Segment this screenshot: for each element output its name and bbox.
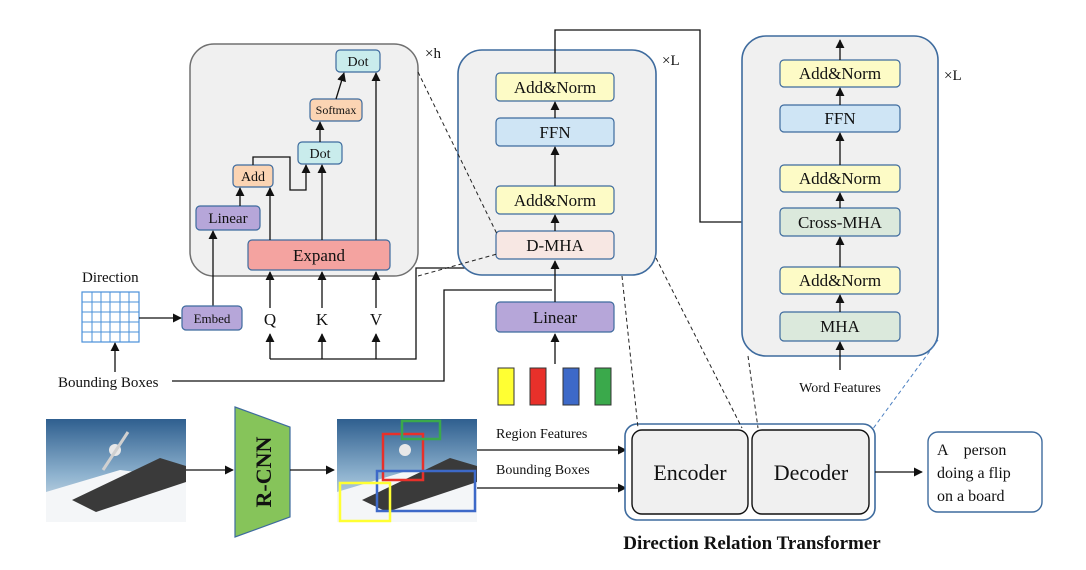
- expand-box: [247, 239, 391, 271]
- region-feature-bar-yellow: [497, 367, 515, 406]
- decoder-repeat-label: ×L: [944, 68, 962, 84]
- blue-dashed-connectors: [871, 339, 939, 431]
- dot-mid-label: Dot: [310, 147, 331, 162]
- region-feature-bar-green: [594, 367, 612, 406]
- region-features-label: Region Features: [496, 427, 587, 442]
- caption-box: [927, 431, 1043, 513]
- mha-label: MHA: [820, 317, 860, 336]
- decoder-box: [751, 429, 870, 515]
- caption-line-1: A person: [937, 442, 1006, 459]
- expand-label: Expand: [293, 246, 345, 265]
- encoder-repeat-label: ×L: [662, 53, 680, 69]
- region-feature-bar-blue: [562, 367, 580, 406]
- attention-repeat-label: ×h: [425, 46, 441, 62]
- input-image: [46, 419, 186, 522]
- enc-add-norm-bottom-label: Add&Norm: [514, 191, 596, 210]
- dec-ffn-label: FFN: [824, 109, 855, 128]
- encoder-label: Encoder: [653, 460, 727, 485]
- dot-top-label: Dot: [348, 55, 369, 70]
- dec-add-norm-top-label: Add&Norm: [799, 64, 881, 83]
- q-label: Q: [264, 310, 276, 329]
- embed-box: [181, 305, 243, 331]
- pipeline-bounding-boxes-label: Bounding Boxes: [496, 463, 590, 478]
- embed-label: Embed: [194, 311, 231, 326]
- caption-line-3: on a board: [937, 488, 1005, 505]
- decoder-label: Decoder: [774, 460, 849, 485]
- decoder-block-panel: ×L Add&Norm FFN Add&Norm Cross-MHA Add&N…: [741, 35, 962, 396]
- input-section: Direction Embed Q K V Bounding Boxes: [58, 263, 552, 391]
- k-label: K: [316, 310, 329, 329]
- encoder-input-section: Linear: [495, 260, 615, 406]
- dashed-connectors: [417, 71, 759, 429]
- add-label: Add: [241, 170, 265, 185]
- softmax-label: Softmax: [316, 103, 357, 117]
- region-feature-bar-red: [529, 367, 547, 406]
- attention-linear-label: Linear: [208, 211, 247, 227]
- enc-linear-label: Linear: [533, 308, 578, 327]
- direction-label: Direction: [82, 270, 139, 286]
- rcnn-block: [234, 406, 291, 538]
- rcnn-label: R-CNN: [251, 436, 276, 507]
- dot-top-box: [335, 49, 381, 73]
- word-features-label: Word Features: [799, 381, 881, 396]
- caption-line-2: doing a flip: [937, 465, 1011, 482]
- v-label: V: [370, 310, 383, 329]
- enc-add-norm-top-label: Add&Norm: [514, 78, 596, 97]
- bounding-boxes-label: Bounding Boxes: [58, 375, 159, 391]
- dec-add-norm-mid-label: Add&Norm: [799, 169, 881, 188]
- pipeline-section: R-CNN Region Features Bounding Boxes Enc…: [46, 406, 1043, 554]
- detected-image: [337, 419, 477, 523]
- cross-mha-label: Cross-MHA: [798, 213, 883, 232]
- attention-head-panel: ×h Dot Softmax Dot Add Linear Expand: [189, 43, 441, 306]
- diagram-title: Direction Relation Transformer: [623, 533, 881, 554]
- encoder-box: [631, 429, 749, 515]
- attention-linear-box: [195, 205, 261, 231]
- dmha-label: D-MHA: [526, 236, 584, 255]
- encoder-block-panel: ×L Add&Norm FFN Add&Norm D-MHA: [457, 29, 779, 276]
- direction-grid-icon: [81, 291, 140, 343]
- enc-ffn-label: FFN: [539, 123, 570, 142]
- dec-add-norm-bottom-label: Add&Norm: [799, 271, 881, 290]
